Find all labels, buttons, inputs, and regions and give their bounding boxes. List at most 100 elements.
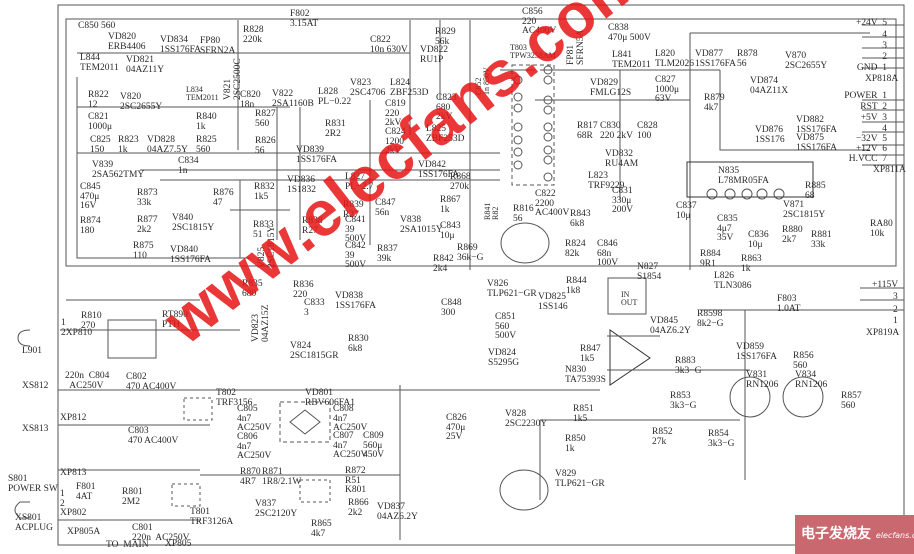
label-r857: R857 560 — [841, 391, 862, 411]
label-v831: V831 RN1206 — [746, 370, 779, 390]
label-c826: C826 470μ 25V — [446, 413, 467, 442]
label-vd824: VD824 S5295G — [488, 348, 520, 368]
label-r831: R831 2R2 — [325, 119, 346, 139]
label-c809: C809 560μ 450V — [363, 431, 385, 460]
secondary-wires — [500, 32, 870, 270]
xp811a-pin-1: POWER 1 — [844, 91, 887, 101]
label-vd874: VD874 04AZ11X — [750, 76, 789, 96]
n835-pins — [706, 188, 785, 200]
label-r876: R876 47 — [213, 188, 234, 208]
label-vd801: VD801 RBV606FA1 — [305, 388, 355, 408]
xp819a-pin-2: 2 — [893, 305, 898, 315]
label-r850: R850 1k — [565, 434, 586, 454]
xp811a-pin-3: +5V 3 — [860, 113, 887, 123]
label-xp802: 1 2 XP802 — [60, 489, 87, 518]
label-vd834: VD834 1SS176FA — [160, 35, 202, 55]
xp818a-name: XP818A — [865, 74, 899, 84]
label-c803: C803 470 AC400V — [128, 426, 179, 446]
label-c805: C805 4n7 AC250V — [237, 404, 272, 433]
inner-frame — [65, 18, 897, 267]
label-r835: R835 680 — [242, 279, 263, 299]
label-r816: R816 56 — [513, 204, 534, 224]
transistor-v834 — [782, 376, 824, 418]
label-l824: L824 ZBF253D — [390, 78, 429, 98]
label-xs813: XS813 — [22, 424, 49, 434]
label-v870: V870 2SC2655Y — [785, 51, 828, 71]
label-vd825: VD825 1SS146 — [538, 292, 568, 312]
ac-plug-xs801 — [14, 501, 30, 519]
label-r867: R867 1k — [440, 195, 461, 215]
label-r870: R870 4R7 — [240, 467, 261, 487]
label-r838: R838 R27 — [302, 216, 323, 236]
label-c828: C828 100 — [637, 121, 658, 141]
label-t802: T802 TRF3156 — [216, 388, 253, 408]
label-c834: C834 1n — [178, 156, 199, 176]
label-r854: R854 3k3−G — [708, 429, 735, 449]
label-l826: L826 TLN3086 — [714, 271, 752, 291]
label-vd875: VD875 1SS176FA — [796, 133, 838, 153]
label-c843: C843 10μ — [440, 221, 461, 241]
label-r843: R843 6k8 — [570, 209, 591, 229]
label-c837: C837 10μ — [676, 201, 697, 221]
label-r824: R824 82k — [565, 239, 586, 259]
label-c804: 220n C804 AC250V — [65, 371, 110, 391]
label-c822-ycap: C822 2200 AC400V — [535, 189, 570, 218]
label-r853: R853 3k3−G — [670, 391, 697, 411]
label-v839: V839 2SA562TMY — [92, 160, 145, 180]
connector-pin-lines — [860, 24, 904, 311]
label-c848: C848 300 — [441, 298, 462, 318]
label-c850: C850 560 — [78, 21, 116, 31]
label-c845: C845 470μ 16V — [80, 182, 101, 211]
site-logo: 电子发烧友 elecfans.com — [795, 515, 914, 554]
label-r877: R877 2k2 — [137, 215, 158, 235]
label-r833: R833 51 — [253, 220, 274, 240]
xp819a-name: XP819A — [866, 328, 900, 338]
label-vd832: VD832 RU4AM — [605, 149, 639, 169]
label-c808: C808 4n7 AC250V — [333, 404, 368, 433]
label-xp813: XP813 — [60, 468, 87, 478]
bridge-diamond — [289, 409, 321, 435]
label-c807: C807 4n7 AC250V — [333, 431, 368, 460]
label-xp805: XP805 — [165, 539, 192, 549]
label-v871: V871 2SC1815Y — [783, 200, 826, 220]
label-v828: V828 2SC2230Y — [505, 409, 548, 429]
label-c831: C831 330μ 200V — [612, 186, 634, 215]
label-ra80: RA80 10k — [870, 219, 893, 239]
label-xs801: XS801 ACPLUG — [15, 513, 54, 533]
logo-cn: 电子发烧友 — [801, 526, 871, 542]
optocoupler-v829 — [499, 469, 549, 511]
bridge-rectifier-vd801 — [279, 401, 331, 443]
label-v823: V823 2SC4706 — [350, 78, 386, 98]
label-c823: C823 680 2kV — [436, 93, 457, 122]
label-r842: R842 2k4 — [433, 254, 454, 274]
label-r852: R852 27k — [652, 427, 673, 447]
label-fp80: FP80 SFRN2A — [200, 36, 236, 56]
transformer-t803 — [511, 64, 555, 186]
label-l901: L901 — [22, 346, 43, 356]
label-c833: C833 3 — [304, 298, 325, 318]
label-n835: N835 L78MR05FA — [718, 166, 770, 186]
label-xp812: XP812 — [60, 413, 87, 423]
label-r884: R884 9R1 — [700, 249, 721, 269]
label-vd829: VD829 FMLG12S — [590, 78, 632, 98]
label-v822: V822 2SA1160B — [272, 89, 314, 109]
label-c825: C825 150 — [90, 135, 111, 155]
label-r851: R851 1k5 — [573, 404, 594, 424]
label-vd828: VD828 04AZ7.5Y — [147, 135, 188, 155]
xp819a-supply: +115V — [872, 280, 899, 290]
label-r828: R828 220k — [243, 25, 264, 45]
transformer-t801 — [171, 483, 201, 507]
label-r863: R863 1k — [741, 254, 762, 274]
label-r841: R841 R82 — [483, 202, 500, 220]
transformer-t802 — [183, 397, 213, 421]
thermistor-rt890-box — [107, 319, 157, 359]
label-r847: R847 1k5 — [580, 344, 601, 364]
label-l820: L820 TLM2026 — [655, 49, 695, 69]
label-vd837: VD837 04AZ6.2Y — [377, 502, 418, 522]
xp811a-pin-4: 4 — [882, 124, 887, 134]
label-r832: R832 1k5 — [254, 182, 275, 202]
outer-frame — [57, 4, 905, 546]
xp818a-pin-3: 3 — [882, 41, 887, 51]
